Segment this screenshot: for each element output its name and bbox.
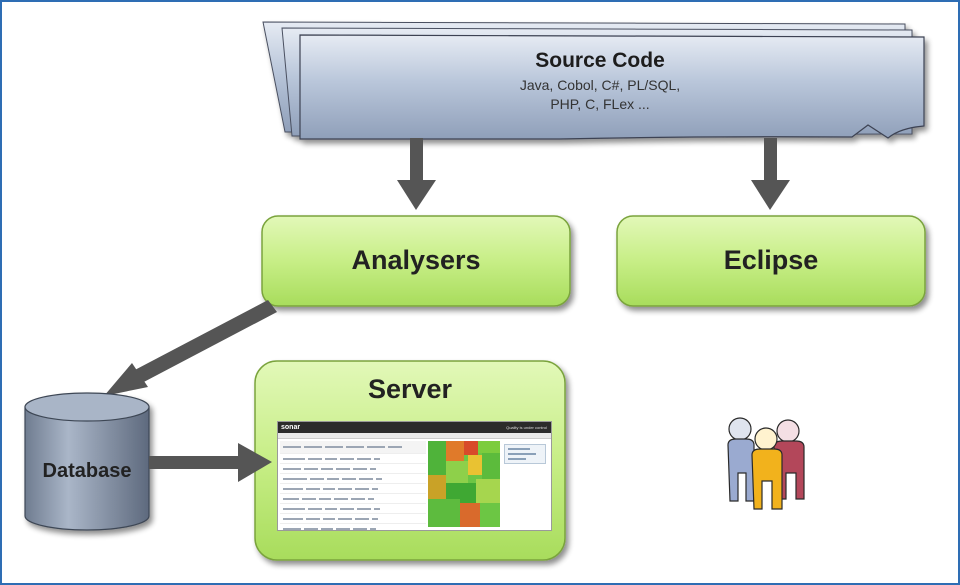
people-group-icon [727, 417, 805, 510]
arrow-database-to-server [149, 443, 272, 482]
table-row [280, 484, 426, 494]
table-row [280, 494, 426, 504]
arrow-analysers-to-database [104, 300, 277, 396]
source-code-title: Source Code [535, 49, 665, 72]
table-row [280, 524, 426, 530]
source-code-front-sheet [299, 34, 925, 140]
sonar-subbar [278, 433, 551, 439]
eclipse-box [616, 215, 926, 307]
sonar-logo: sonar [281, 424, 301, 431]
table-row [280, 454, 426, 464]
table-row [280, 504, 426, 514]
arrow-source-to-eclipse [751, 138, 790, 210]
sonar-projects-table [280, 441, 426, 530]
database-label: Database [42, 460, 132, 482]
arrow-source-to-analysers [397, 138, 436, 210]
server-dashboard-screenshot: sonar Quality is under control [277, 421, 552, 531]
sonar-header-bar: sonar Quality is under control [278, 422, 551, 433]
table-header-row [280, 441, 426, 454]
server-label: Server [367, 374, 453, 404]
source-code-languages-line2: PHP, C, FLex ... [550, 96, 650, 112]
source-code-languages-line1: Java, Cobol, C#, PL/SQL, [519, 77, 681, 93]
sonar-treemap [428, 441, 500, 527]
source-code-stack [262, 21, 925, 140]
table-row [280, 464, 426, 474]
sonar-side-panel [504, 444, 546, 464]
table-row [280, 474, 426, 484]
analysers-box [261, 215, 571, 307]
database-cylinder [24, 392, 150, 531]
eclipse-label: Eclipse [723, 245, 819, 275]
table-row [280, 514, 426, 524]
analysers-label: Analysers [351, 245, 481, 275]
sonar-tagline: Quality is under control [506, 425, 547, 430]
